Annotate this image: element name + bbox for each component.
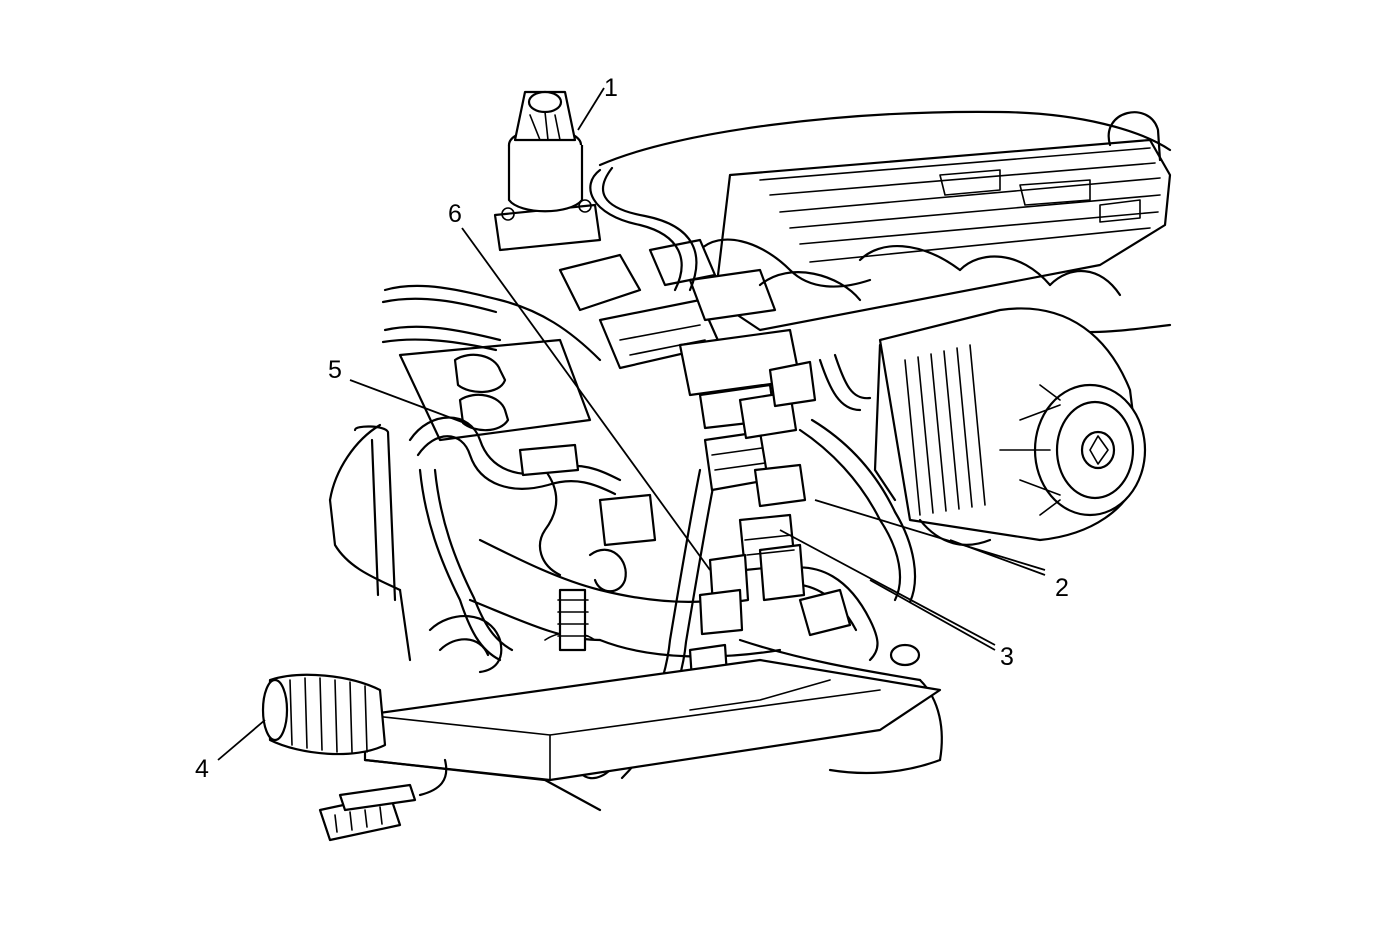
leader-1	[577, 87, 605, 131]
alternator	[873, 307, 1147, 546]
callout-4: 4	[195, 755, 209, 783]
engine-block	[328, 423, 943, 775]
leader-5	[349, 379, 471, 426]
callout-6: 6	[448, 200, 462, 228]
callout-5: 5	[328, 356, 342, 384]
leader-2b	[949, 539, 1046, 576]
leader-3a	[779, 529, 996, 646]
leader-3b	[869, 579, 996, 651]
egr-valve	[493, 90, 602, 252]
leader-2a	[814, 499, 1046, 571]
lower-harness-duct	[261, 658, 942, 842]
leader-4	[217, 719, 266, 761]
throttle-body	[381, 284, 602, 442]
coil-pack-area	[558, 166, 862, 430]
intake-manifold	[598, 110, 1172, 334]
callout-2: 2	[1055, 574, 1069, 602]
leader-6	[461, 227, 711, 571]
harness-connectors	[518, 360, 852, 697]
callout-1: 1	[604, 74, 618, 102]
callout-3: 3	[1000, 643, 1014, 671]
leader-lines	[217, 87, 1046, 761]
